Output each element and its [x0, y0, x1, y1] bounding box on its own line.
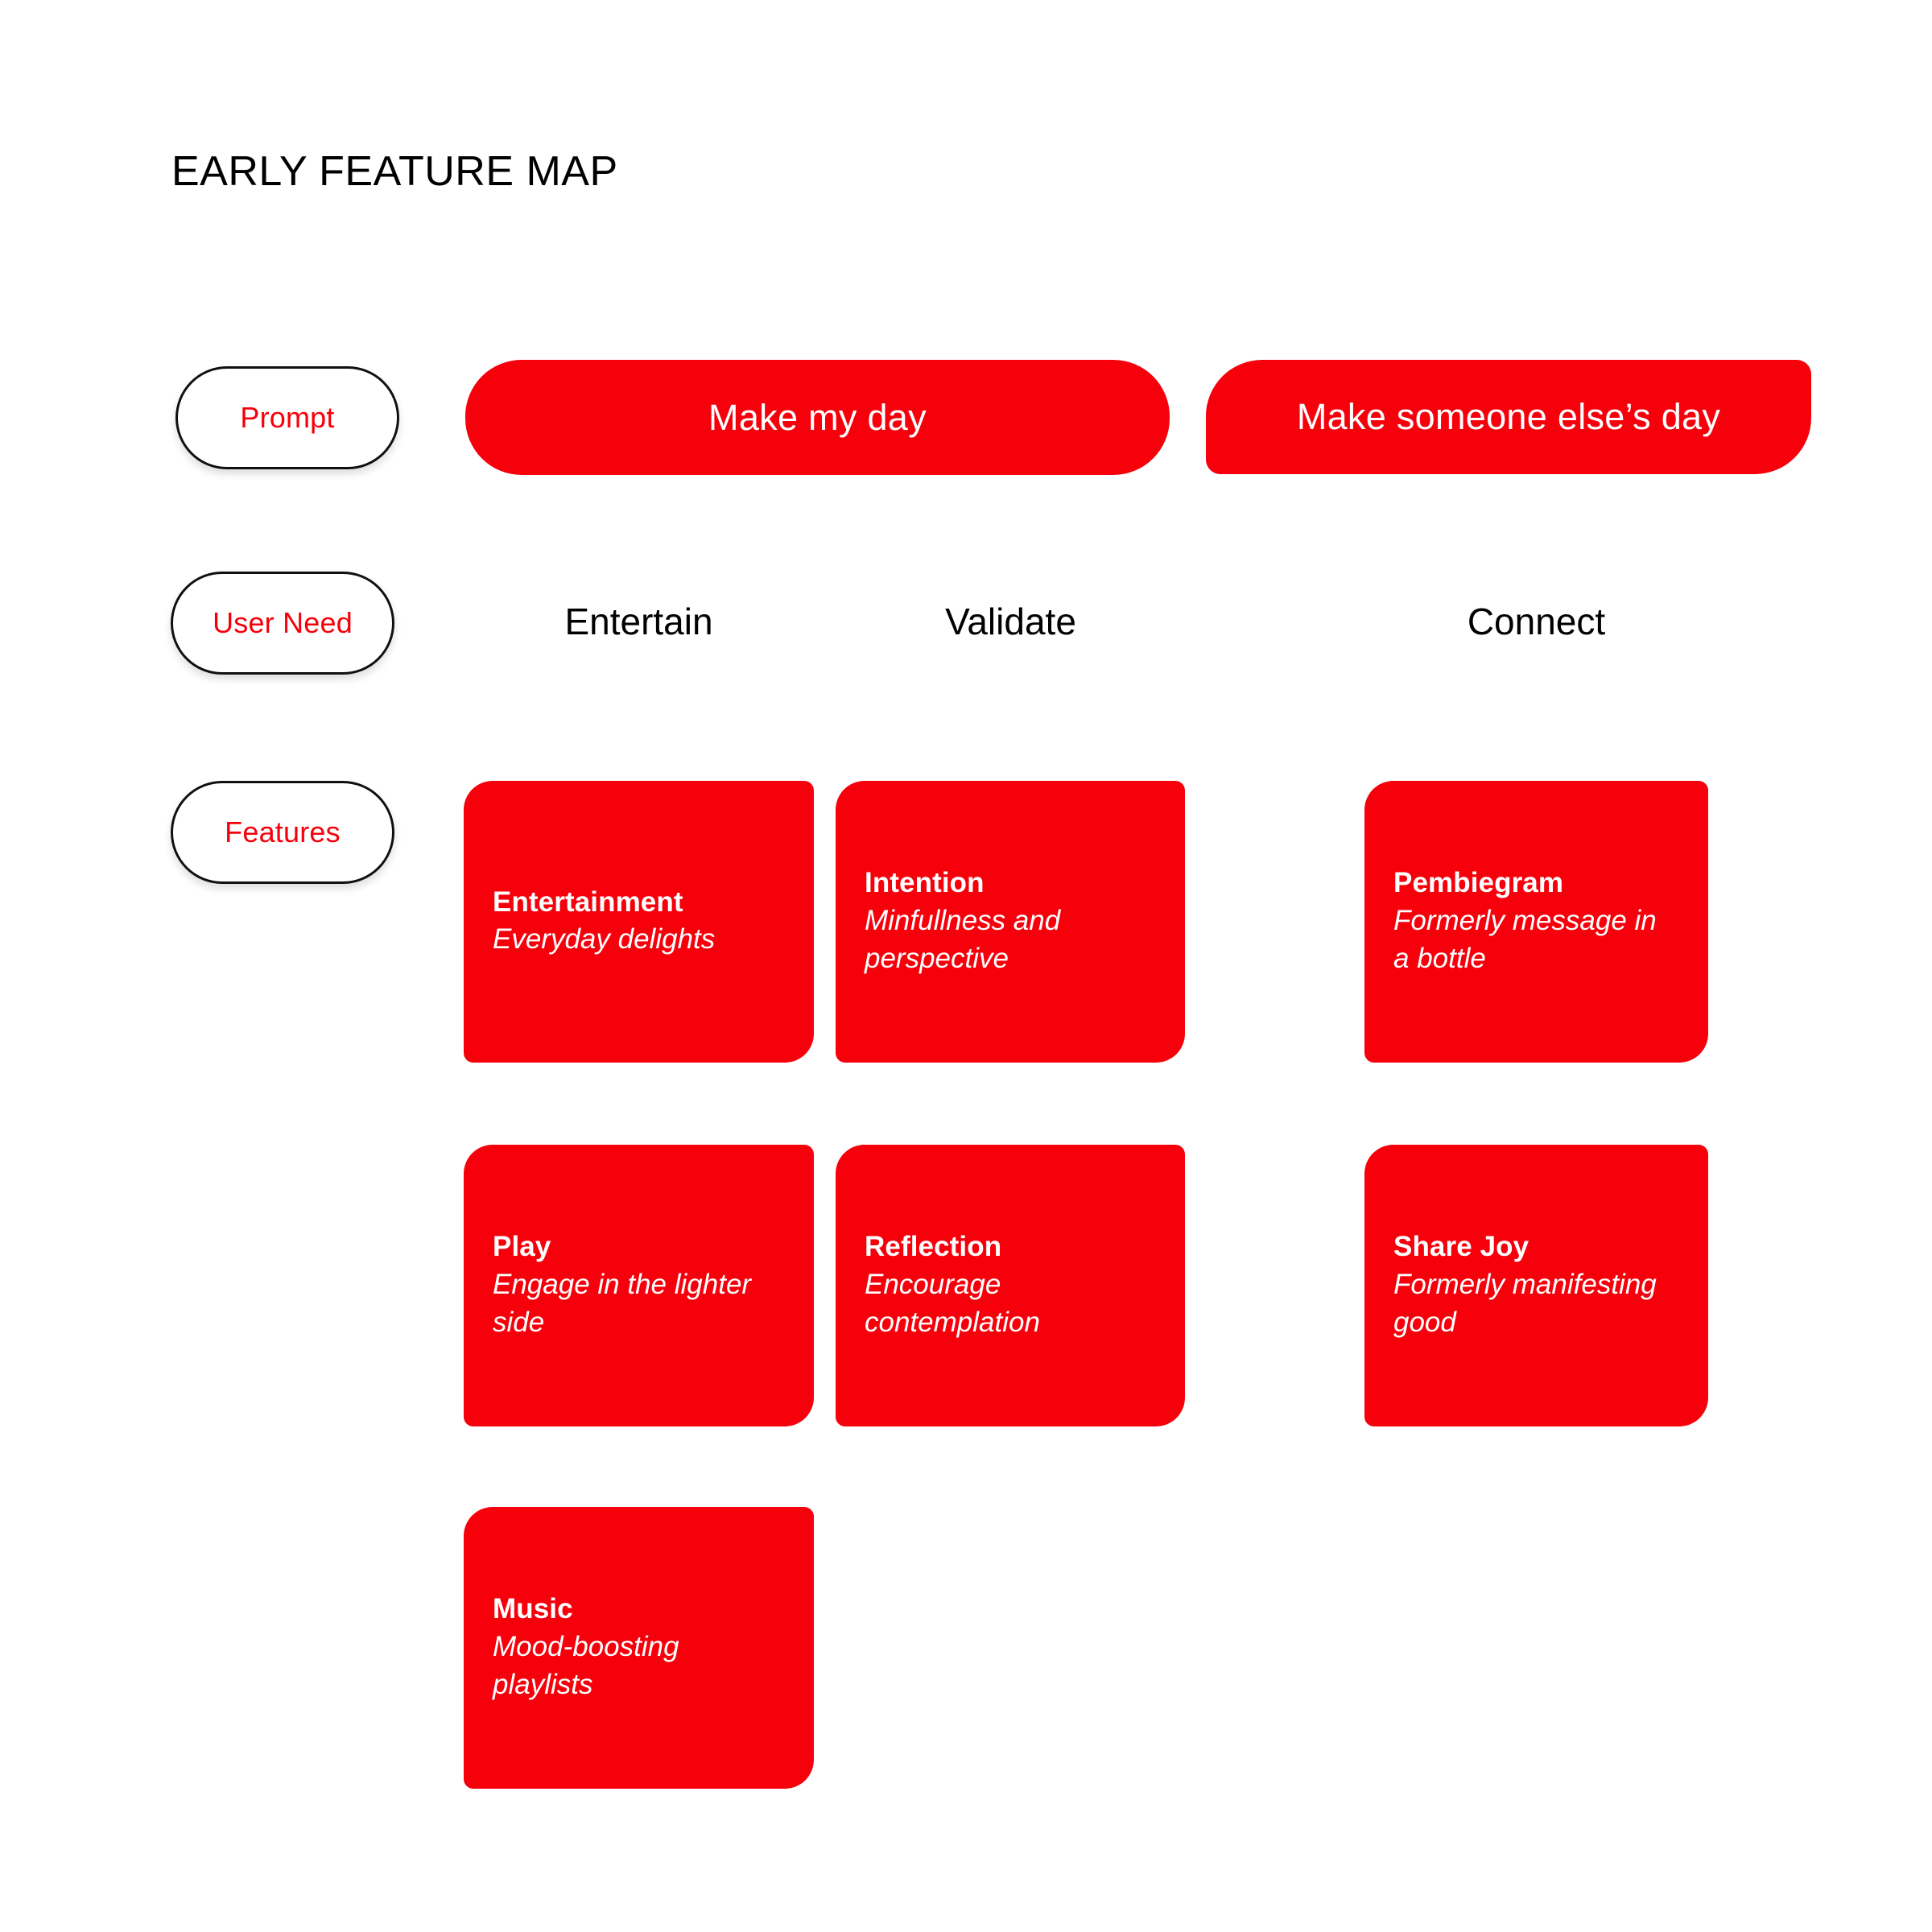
feature-card[interactable]: Share Joy Formerly manifesting good [1364, 1145, 1708, 1426]
row-label-user-need-text: User Need [213, 606, 353, 639]
row-label-features-text: Features [225, 815, 341, 848]
feature-card-desc: Formerly message in a bottle [1393, 905, 1657, 974]
feature-card[interactable]: Play Engage in the lighter side [464, 1145, 814, 1426]
row-label-prompt[interactable]: Prompt [175, 366, 399, 469]
row-label-user-need[interactable]: User Need [171, 572, 394, 675]
feature-card-desc: Formerly manifesting good [1393, 1269, 1657, 1338]
user-need-validate: Validate [945, 601, 1076, 642]
page-title: EARLY FEATURE MAP [171, 148, 618, 195]
feature-card-title: Intention [865, 867, 985, 899]
feature-card[interactable]: Reflection Encourage contemplation [836, 1145, 1185, 1426]
user-need-connect: Connect [1467, 601, 1606, 642]
feature-card[interactable]: Pembiegram Formerly message in a bottle [1364, 781, 1708, 1063]
feature-card-title: Music [493, 1593, 573, 1625]
feature-card[interactable]: Intention Minfullness and perspective [836, 781, 1185, 1063]
feature-card[interactable]: Entertainment Everyday delights [464, 781, 814, 1063]
feature-card-desc: Everyday delights [493, 923, 716, 956]
feature-card-title: Entertainment [493, 886, 683, 918]
feature-card-desc: Mood-boosting playlists [493, 1631, 679, 1700]
feature-card-desc: Minfullness and perspective [865, 905, 1061, 974]
feature-card-title: Reflection [865, 1231, 1002, 1263]
user-need-entertain: Entertain [564, 601, 713, 642]
feature-card-title: Share Joy [1393, 1231, 1530, 1263]
prompt-button-make-my-day[interactable]: Make my day [465, 360, 1170, 475]
feature-card-title: Play [493, 1231, 551, 1263]
feature-card-desc: Encourage contemplation [865, 1269, 1040, 1338]
row-label-features[interactable]: Features [171, 781, 394, 884]
prompt-button-make-someone-elses-day[interactable]: Make someone else’s day [1206, 360, 1811, 474]
feature-card-title: Pembiegram [1393, 867, 1564, 899]
feature-card[interactable]: Music Mood-boosting playlists [464, 1507, 814, 1789]
row-label-prompt-text: Prompt [240, 401, 335, 434]
feature-card-desc: Engage in the lighter side [493, 1269, 752, 1338]
